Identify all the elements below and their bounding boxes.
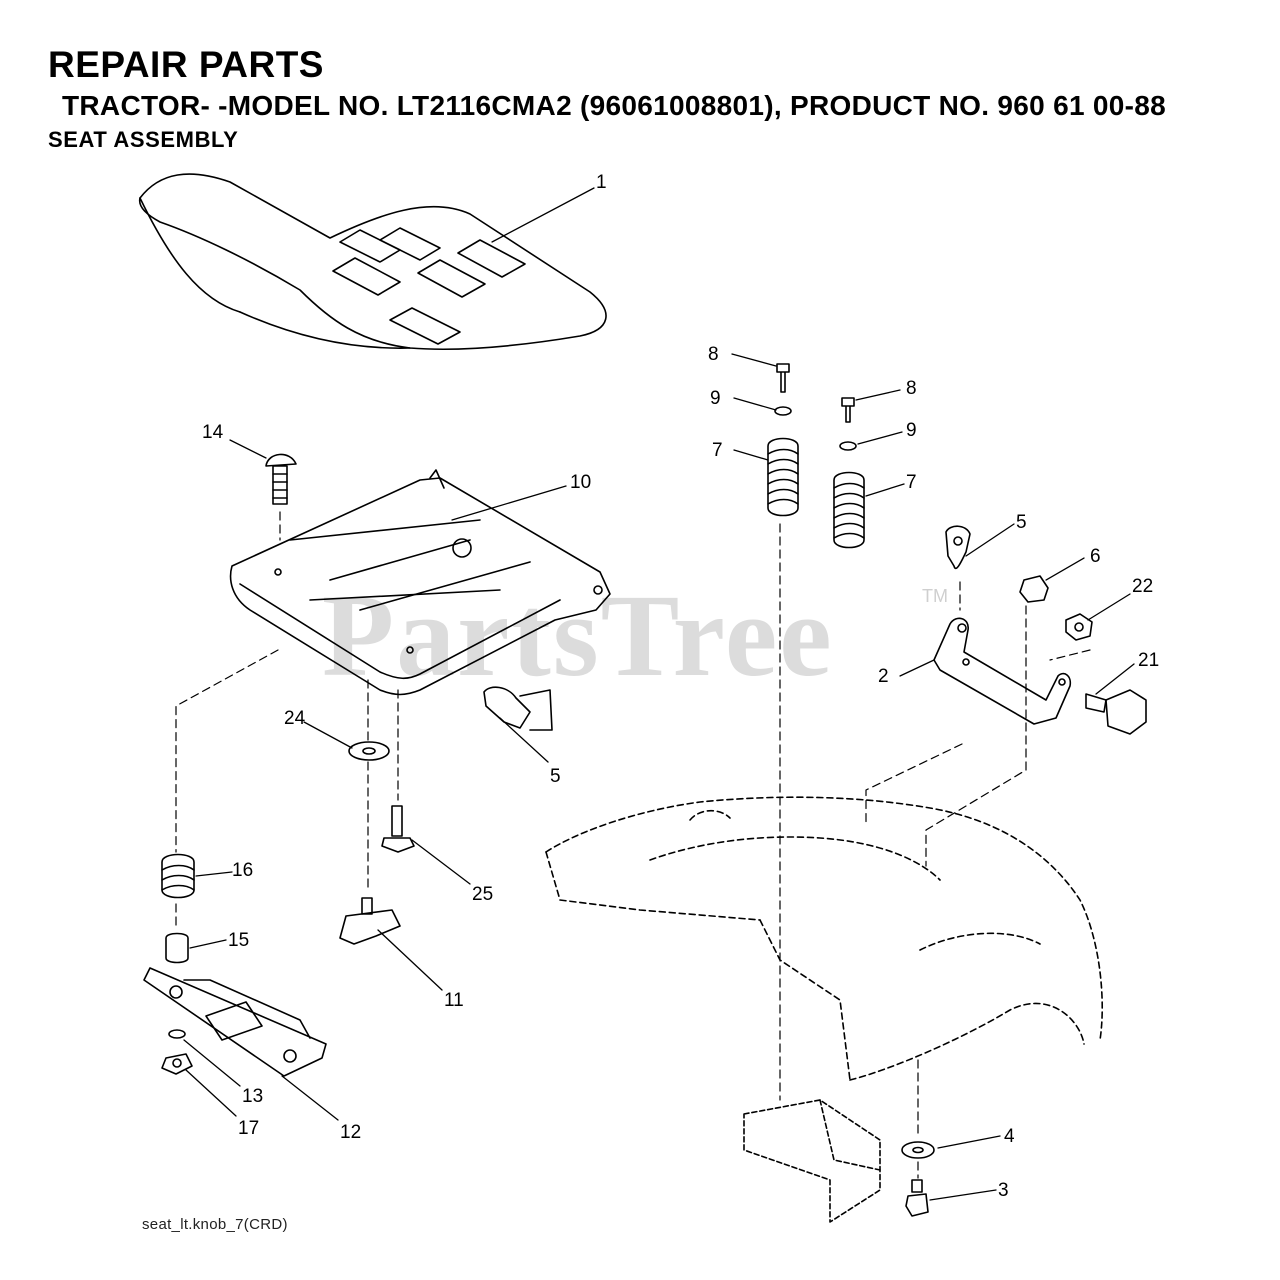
drawing-code: seat_lt.knob_7(CRD) (142, 1216, 288, 1233)
mount-bracket-part[interactable] (743, 1099, 881, 1223)
assembly-guide-lines (175, 511, 1091, 1179)
callout-7: 7 (712, 440, 723, 461)
carriage-bolt-part[interactable] (265, 453, 297, 505)
callout-3: 3 (998, 1180, 1009, 1201)
spring-bolt-right[interactable] (833, 397, 865, 549)
callout-21: 21 (1138, 650, 1159, 671)
watermark-trademark: TM (922, 586, 948, 606)
lock-nut-part[interactable] (1065, 613, 1093, 641)
spacer-part[interactable] (165, 932, 189, 964)
callout-24: 24 (284, 708, 306, 729)
callout-5-b: 5 (550, 766, 561, 787)
callout-9: 9 (710, 388, 721, 409)
callout-5: 5 (1016, 512, 1027, 533)
seat-part[interactable] (138, 173, 607, 351)
washer-part-4[interactable] (901, 1141, 935, 1159)
hex-nut-part[interactable] (1019, 575, 1049, 603)
callout-13: 13 (242, 1086, 263, 1107)
callout-15: 15 (228, 930, 249, 951)
section-title: SEAT ASSEMBLY (48, 127, 239, 152)
callout-25: 25 (472, 884, 493, 905)
callout-8-b: 8 (906, 378, 917, 399)
callout-8: 8 (708, 344, 719, 365)
callout-2: 2 (878, 666, 889, 687)
shoulder-bolt-part-25[interactable] (381, 805, 415, 853)
callout-6: 6 (1090, 546, 1101, 567)
adjuster-plate-part[interactable] (143, 967, 327, 1077)
fender-part[interactable] (545, 796, 1104, 1081)
callout-14: 14 (202, 422, 224, 443)
watermark-text: PartsTree (322, 570, 834, 701)
clip-part-right[interactable] (945, 525, 971, 570)
seat-pan-part[interactable] (229, 469, 611, 696)
callout-10: 10 (570, 472, 591, 493)
compression-spring-part[interactable] (161, 853, 195, 899)
callout-16: 16 (232, 860, 253, 881)
washer-part-24[interactable] (348, 741, 390, 761)
spring-bolt-left[interactable] (767, 363, 799, 517)
callout-11: 11 (444, 990, 464, 1011)
clip-part-left[interactable] (483, 686, 553, 731)
callout-7-b: 7 (906, 472, 917, 493)
callout-9-b: 9 (906, 420, 917, 441)
callout-leaders (183, 187, 1135, 1201)
callout-17: 17 (238, 1118, 259, 1139)
model-subtitle: TRACTOR- -MODEL NO. LT2116CMA2 (96061008… (62, 90, 1167, 121)
bushing-part-13[interactable] (168, 1029, 186, 1039)
shoulder-bolt-part[interactable] (1085, 689, 1147, 735)
hex-bolt-part-3[interactable] (905, 1179, 929, 1217)
callout-4: 4 (1004, 1126, 1015, 1147)
seat-knob-part[interactable] (339, 897, 401, 945)
seat-bracket-part[interactable] (933, 617, 1072, 725)
callout-22: 22 (1132, 576, 1153, 597)
page-title: REPAIR PARTS (48, 44, 324, 85)
callout-1: 1 (596, 172, 607, 193)
nut-part-17[interactable] (161, 1053, 193, 1075)
callout-12: 12 (340, 1122, 361, 1143)
